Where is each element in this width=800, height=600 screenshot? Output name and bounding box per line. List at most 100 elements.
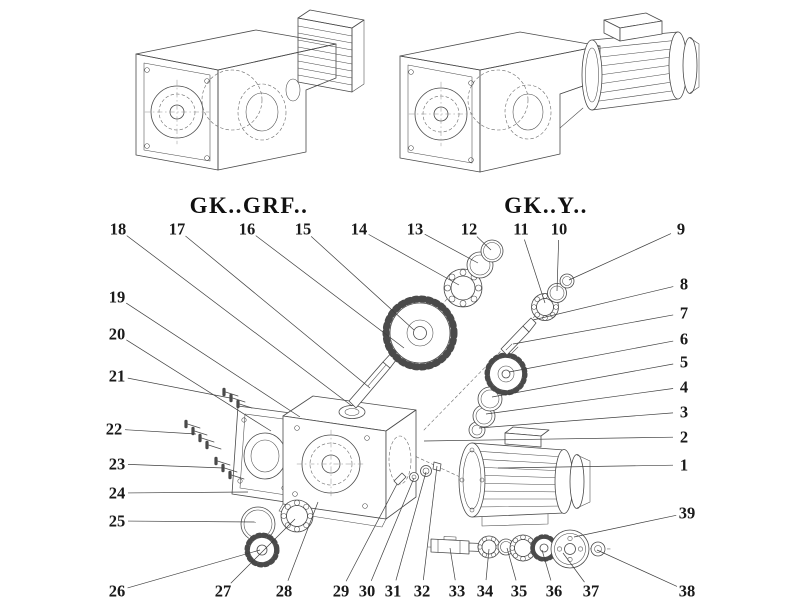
leader-line-2 <box>423 436 674 442</box>
output-shaft-bearing-1 <box>477 535 501 559</box>
callout-31: 31 <box>385 582 402 600</box>
leader-line-15 <box>310 236 415 331</box>
callout-25: 25 <box>109 512 126 531</box>
leader-line-13 <box>424 233 479 264</box>
leader-line-20 <box>126 339 272 432</box>
callout-6: 6 <box>680 330 688 349</box>
callout-33: 33 <box>449 582 466 600</box>
output-shaft <box>430 536 482 555</box>
callout-4: 4 <box>680 378 688 397</box>
intermediate-gear <box>484 352 528 396</box>
flange-screws <box>184 387 253 480</box>
leader-line-31 <box>395 471 427 581</box>
callout-13: 13 <box>407 220 424 239</box>
callout-34: 34 <box>477 582 494 600</box>
callout-30: 30 <box>359 582 376 600</box>
leader-line-26 <box>127 549 261 589</box>
leader-line-16 <box>255 235 405 349</box>
leader-line-29 <box>345 483 398 582</box>
callout-37: 37 <box>583 582 600 600</box>
output-flange-plate <box>231 405 299 504</box>
leader-line-7 <box>512 314 674 345</box>
gearbox-housing <box>278 395 417 528</box>
leader-line-25 <box>127 520 257 523</box>
leader-line-33 <box>449 547 456 581</box>
callout-23: 23 <box>109 455 126 474</box>
assembled-drawing-gk-grf <box>135 9 365 171</box>
callout-29: 29 <box>333 582 350 600</box>
leader-line-10 <box>556 239 559 292</box>
leader-line-5 <box>491 363 674 398</box>
leader-line-3 <box>478 412 674 429</box>
callout-14: 14 <box>351 220 368 239</box>
leader-line-22 <box>124 429 197 435</box>
leader-line-8 <box>532 286 674 321</box>
output-disc-gear <box>550 529 590 569</box>
leader-line-27 <box>230 518 296 584</box>
callout-2: 2 <box>680 428 688 447</box>
leader-line-36 <box>541 549 552 581</box>
leader-line-32 <box>422 465 438 581</box>
leader-line-37 <box>562 552 585 583</box>
callout-24: 24 <box>109 484 126 503</box>
callout-17: 17 <box>169 220 186 239</box>
variant-label-gk-y: GK..Y.. <box>504 193 588 218</box>
leader-line-30 <box>370 477 415 581</box>
input-gear <box>382 295 458 371</box>
motor-shaft-parts <box>393 461 442 486</box>
callout-1: 1 <box>680 456 688 475</box>
callout-19: 19 <box>109 288 126 307</box>
output-gear <box>244 532 280 568</box>
leader-line-6 <box>508 340 674 373</box>
leader-lines-layer <box>124 233 678 589</box>
variant-label-gk-grf: GK..GRF.. <box>190 193 309 218</box>
pinion-shaft <box>500 317 537 356</box>
leader-line-34 <box>485 548 490 581</box>
input-pinion-shaft <box>348 349 401 409</box>
leader-line-38 <box>596 549 678 587</box>
callout-7: 7 <box>680 304 688 323</box>
end-washer <box>590 541 606 557</box>
leader-line-4 <box>485 388 674 415</box>
callout-32: 32 <box>414 582 431 600</box>
callout-12: 12 <box>461 220 478 239</box>
callout-35: 35 <box>511 582 528 600</box>
motor <box>458 426 591 527</box>
leader-line-1 <box>497 464 674 469</box>
leader-line-23 <box>127 464 225 469</box>
callout-10: 10 <box>551 220 568 239</box>
leader-line-28 <box>287 501 319 581</box>
callout-28: 28 <box>276 582 293 600</box>
assembled-drawing-gk-y <box>399 12 700 173</box>
leader-line-9 <box>568 233 672 281</box>
leader-line-17 <box>185 235 371 389</box>
exploded-view <box>184 239 613 569</box>
callout-8: 8 <box>680 275 688 294</box>
callout-27: 27 <box>215 582 232 600</box>
callout-20: 20 <box>109 325 126 344</box>
leader-line-35 <box>506 547 517 581</box>
callout-16: 16 <box>239 220 256 239</box>
leader-line-21 <box>127 377 231 399</box>
callout-36: 36 <box>546 582 563 600</box>
callout-9: 9 <box>677 220 685 239</box>
callout-5: 5 <box>680 353 688 372</box>
callout-3: 3 <box>680 403 688 422</box>
leader-line-14 <box>368 234 460 286</box>
callout-22: 22 <box>106 420 123 439</box>
leader-line-18 <box>126 235 353 407</box>
callout-18: 18 <box>110 220 127 239</box>
callout-38: 38 <box>679 582 696 600</box>
callout-21: 21 <box>109 367 126 386</box>
leader-line-24 <box>127 491 249 494</box>
leader-line-39 <box>573 514 677 538</box>
input-bearing <box>443 268 483 308</box>
callout-39: 39 <box>679 504 696 523</box>
axis-motor <box>405 451 461 478</box>
leader-line-19 <box>126 302 301 418</box>
callout-11: 11 <box>513 220 529 239</box>
leader-line-11 <box>524 239 546 304</box>
